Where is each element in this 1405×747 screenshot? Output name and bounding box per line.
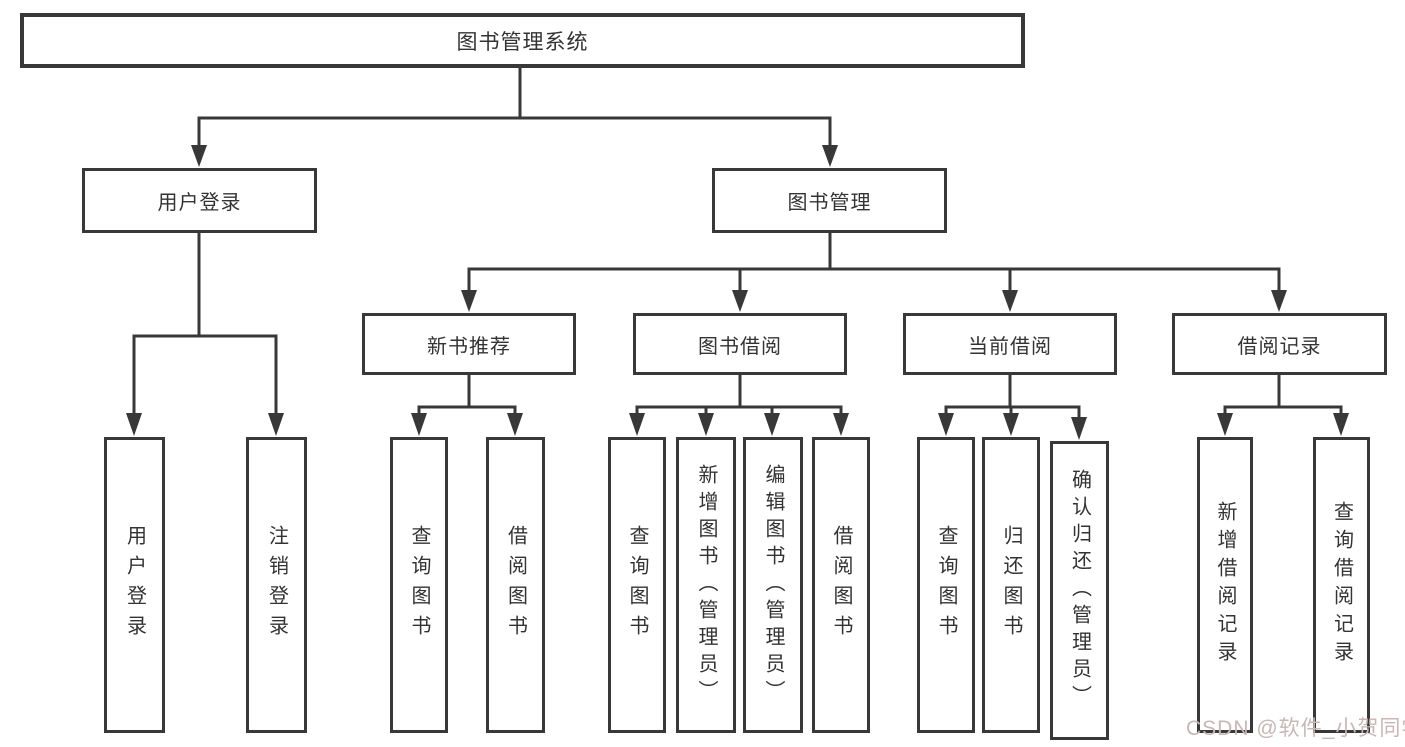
- leaf-query-books-borrow: 查询图书: [608, 437, 666, 733]
- node-user-login: 用户登录: [82, 168, 317, 233]
- node-book-borrow: 图书借阅: [633, 313, 847, 375]
- node-book-management: 图书管理: [712, 168, 947, 233]
- leaf-query-books-current: 查询图书: [917, 437, 975, 733]
- leaf-add-borrow-record: 新增借阅记录: [1197, 437, 1253, 733]
- leaf-logout: 注销登录: [246, 437, 307, 733]
- node-root-system: 图书管理系统: [20, 13, 1025, 68]
- leaf-user-login: 用户登录: [104, 437, 165, 733]
- leaf-query-books-recommend: 查询图书: [390, 437, 448, 733]
- leaf-return-books: 归还图书: [982, 437, 1040, 733]
- leaf-confirm-return-admin: 确认归还（管理员）: [1050, 441, 1109, 740]
- leaf-borrow-books-recommend: 借阅图书: [486, 437, 545, 733]
- node-new-book-recommend: 新书推荐: [362, 313, 576, 375]
- leaf-edit-books-admin: 编辑图书（管理员）: [743, 437, 803, 733]
- leaf-add-books-admin: 新增图书（管理员）: [676, 437, 736, 733]
- leaf-borrow-books: 借阅图书: [812, 437, 870, 733]
- leaf-query-borrow-record: 查询借阅记录: [1313, 437, 1370, 733]
- node-borrow-records: 借阅记录: [1172, 313, 1387, 375]
- node-current-borrow: 当前借阅: [903, 313, 1117, 375]
- csdn-watermark: CSDN @软件_小贺同学: [1186, 717, 1405, 740]
